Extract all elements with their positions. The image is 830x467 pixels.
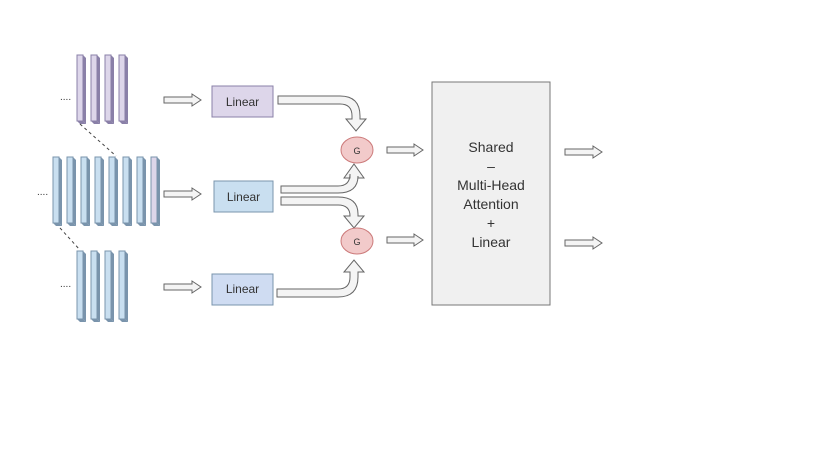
input-stack-middle-bar	[108, 156, 116, 224]
input-stack-middle	[52, 156, 160, 226]
input-stack-bottom-bar-bottom	[119, 319, 128, 322]
input-stack-bottom-bar	[104, 250, 112, 320]
input-stack-top-bar-bottom	[77, 121, 86, 124]
input-stack-middle-bar	[52, 156, 60, 224]
curved-arrow-middle-to-gate2	[280, 196, 366, 229]
input-stack-top	[76, 54, 128, 124]
input-stack-bottom-bar-side	[97, 251, 100, 322]
input-stack-top-bar-bottom	[119, 121, 128, 124]
curved-arrow-bottom-to-gate2	[276, 259, 366, 298]
arrow-to-linear-bottom	[163, 280, 202, 294]
input-stack-top-bar-side	[83, 55, 86, 124]
input-stack-bottom-bar	[118, 250, 126, 320]
output-arrow-bottom	[564, 236, 603, 250]
input-stack-middle-bar-side	[87, 157, 90, 226]
input-stack-middle-bar-bottom	[95, 223, 104, 226]
input-stack-middle-bar-side	[59, 157, 62, 226]
input-stack-middle-bar-side	[115, 157, 118, 226]
linear-layer-middle-label: Linear	[227, 190, 260, 204]
input-stack-bottom-bar-bottom	[77, 319, 86, 322]
input-stack-middle-bar	[94, 156, 102, 224]
input-stack-top-bar-side	[97, 55, 100, 124]
linear-layer-middle	[213, 180, 274, 213]
shared-block-line-1: Shared	[468, 139, 513, 155]
gate-node-bottom	[340, 227, 374, 255]
input-stack-middle-bar-bottom	[53, 223, 62, 226]
input-stack-middle-bar-side	[143, 157, 146, 226]
shared-block-line-3: Multi-Head	[457, 177, 525, 193]
shared-block-line-4: Attention	[463, 196, 518, 212]
input-stack-middle-bar-bottom	[151, 223, 160, 226]
gate-node-top	[340, 136, 374, 164]
linear-layer-bottom	[211, 273, 274, 306]
input-stack-middle-bar-bottom	[123, 223, 132, 226]
input-stack-middle-bar-side	[157, 157, 160, 226]
ellipsis-top: ....	[60, 92, 71, 103]
input-stack-bottom-bar-bottom	[91, 319, 100, 322]
gate-node-bottom-label: G	[353, 237, 360, 247]
input-stack-top-bar-bottom	[105, 121, 114, 124]
gate-node-top-label: G	[353, 146, 360, 156]
curved-arrow-top-to-gate1	[277, 95, 368, 132]
input-stack-middle-bar-bottom	[109, 223, 118, 226]
ellipsis-bottom: ....	[60, 279, 71, 290]
output-arrow-top	[564, 145, 603, 159]
input-stack-middle-bar-bottom	[137, 223, 146, 226]
input-stack-middle-bar	[136, 156, 144, 224]
ellipsis-middle: ....	[37, 187, 48, 198]
input-stack-top-bar	[118, 54, 126, 122]
dashed-connector-bottom	[59, 227, 81, 251]
input-stack-bottom-bar-bottom	[105, 319, 114, 322]
input-stack-bottom-bar-side	[125, 251, 128, 322]
shared-attention-block	[431, 81, 551, 306]
input-stack-bottom-bar-side	[111, 251, 114, 322]
input-stack-bottom-bar	[76, 250, 84, 320]
input-stack-bottom	[76, 250, 128, 322]
shared-block-line-6: Linear	[472, 234, 511, 250]
linear-layer-bottom-label: Linear	[226, 282, 259, 296]
input-stack-middle-bar-side	[73, 157, 76, 226]
linear-layer-top-label: Linear	[226, 95, 259, 109]
input-stack-middle-bar-bottom	[81, 223, 90, 226]
input-stack-top-bar-side	[125, 55, 128, 124]
input-stack-bottom-bar-side	[83, 251, 86, 322]
input-stack-top-bar-bottom	[91, 121, 100, 124]
arrow-to-linear-middle	[163, 187, 202, 201]
input-stack-top-bar-side	[111, 55, 114, 124]
arrow-to-linear-top	[163, 93, 202, 107]
arrow-gate1-to-shared	[386, 143, 424, 157]
input-stack-top-bar	[104, 54, 112, 122]
input-stack-top-bar	[90, 54, 98, 122]
shared-block-line-5: +	[487, 215, 495, 231]
shared-block-line-2: –	[487, 158, 495, 174]
input-stack-middle-bar	[66, 156, 74, 224]
input-stack-middle-bar	[80, 156, 88, 224]
input-stack-middle-bar	[122, 156, 130, 224]
curved-arrow-middle-to-gate1	[280, 163, 365, 194]
input-stack-middle-bar-bottom	[67, 223, 76, 226]
input-stack-middle-bar-side	[101, 157, 104, 226]
input-stack-middle-bar-side	[129, 157, 132, 226]
linear-layer-top	[211, 85, 274, 118]
input-stack-top-bar	[76, 54, 84, 122]
input-stack-middle-bar	[150, 156, 158, 224]
input-stack-bottom-bar	[90, 250, 98, 320]
arrow-gate2-to-shared	[386, 233, 424, 247]
dashed-connector-top	[79, 123, 117, 157]
